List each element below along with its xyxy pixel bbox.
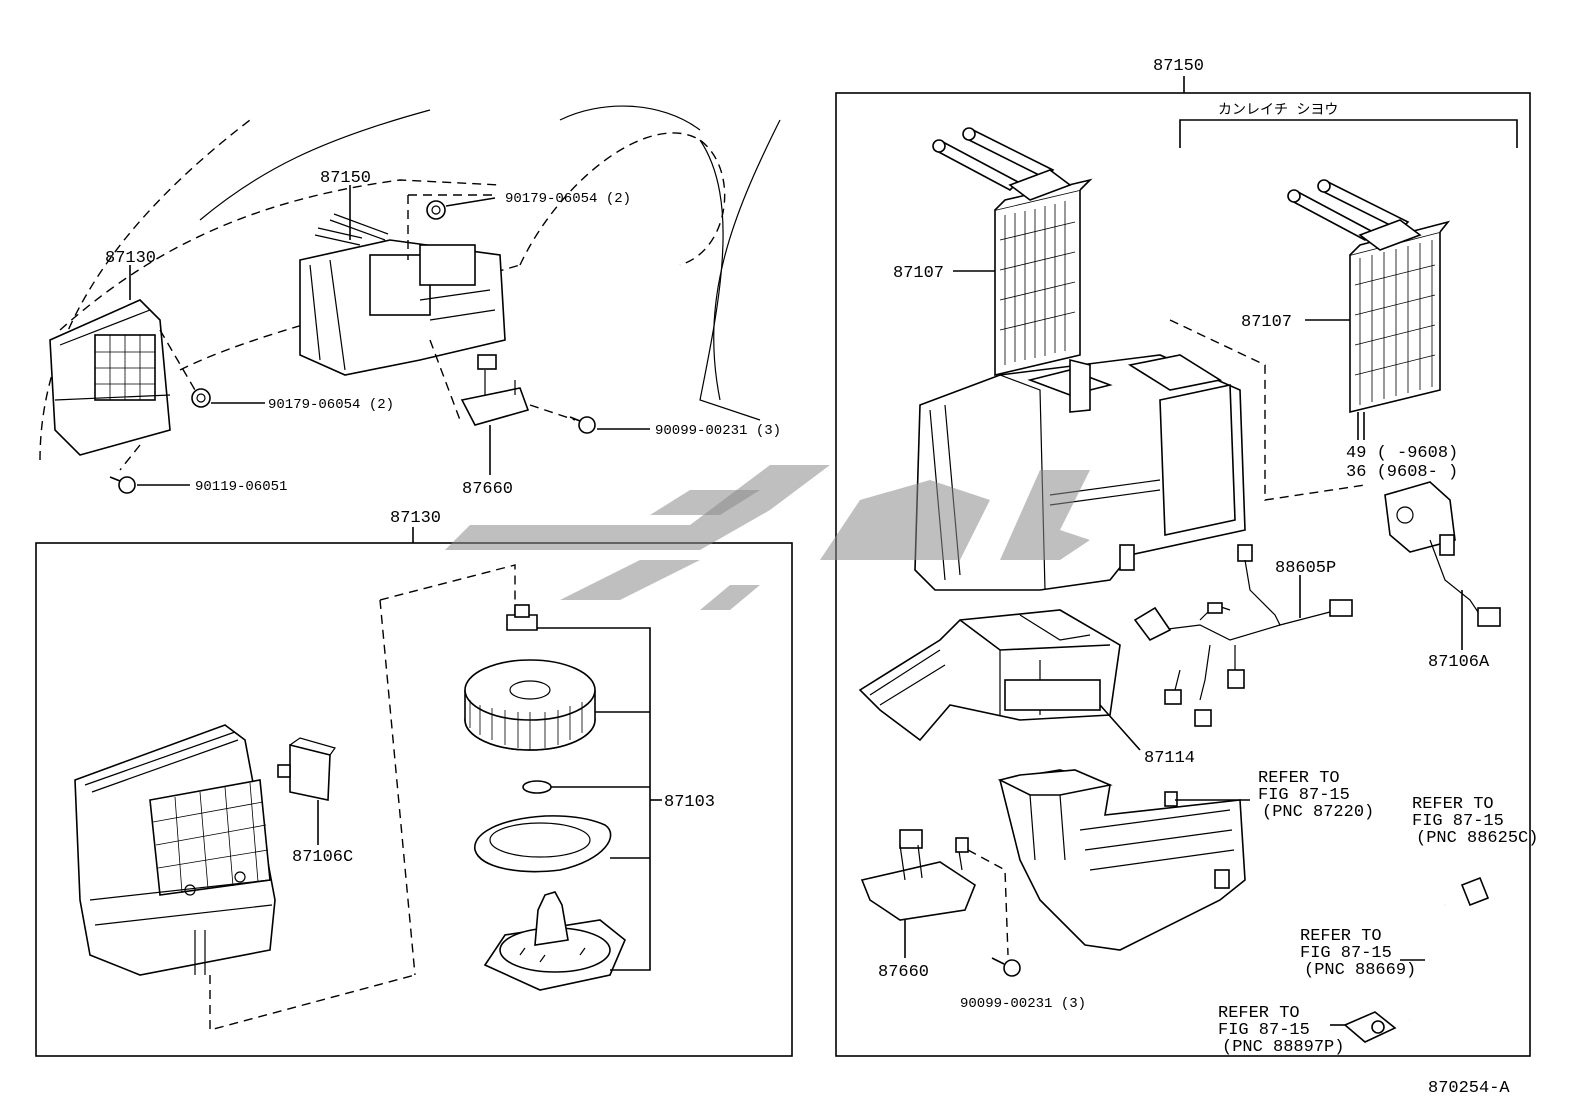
watermark-logo <box>445 465 1090 610</box>
label-87150-top: 87150 <box>320 169 371 188</box>
label-ref4-l2: FIG 87-15 <box>1218 1021 1310 1040</box>
label-range-b: 36 (9608- ) <box>1346 463 1458 482</box>
label-ref4-l1: REFER TO <box>1218 1004 1300 1023</box>
screw-icon <box>109 476 136 494</box>
blower-housing <box>74 724 276 976</box>
screw-icon <box>991 957 1021 977</box>
label-87660-right: 87660 <box>878 963 929 982</box>
small-heater-unit <box>299 213 506 376</box>
small-blower-housing <box>49 299 171 456</box>
dash-outline-3 <box>519 132 726 266</box>
dash-outline <box>59 179 501 331</box>
label-87103: 87103 <box>664 793 715 812</box>
heater-core-left <box>932 127 1093 377</box>
label-87106c: 87106C <box>292 848 353 867</box>
label-screw-right-box: 90099-00231 (3) <box>960 996 1086 1012</box>
figure-id: 870254-A <box>1428 1079 1510 1098</box>
blower-box-group: 87130 87106C <box>35 509 793 1057</box>
body-line-4 <box>199 109 431 221</box>
wire-harness <box>1133 544 1353 727</box>
heater-box-frame <box>835 92 1531 1057</box>
label-ref2-l2: FIG 87-15 <box>1412 812 1504 831</box>
label-ref4-l3: (PNC 88897P) <box>1222 1038 1344 1057</box>
body-line-2 <box>713 119 781 401</box>
label-nut-lower: 90179-06054 (2) <box>268 397 394 413</box>
nut-icon <box>191 388 211 408</box>
label-ref2-l3: (PNC 88625C) <box>1416 829 1538 848</box>
label-ref1-l3: (PNC 87220) <box>1262 803 1374 822</box>
blower-box-frame <box>35 542 793 1057</box>
label-88605p: 88605P <box>1275 559 1336 578</box>
label-ref2-l1: REFER TO <box>1412 795 1494 814</box>
label-ref3-l3: (PNC 88669) <box>1304 961 1416 980</box>
label-range-a: 49 ( -9608) <box>1346 444 1458 463</box>
small-resistor <box>460 354 530 426</box>
label-nut-upper: 90179-06054 (2) <box>505 191 631 207</box>
servo-motor-87106a <box>1384 481 1501 627</box>
label-ref1-l2: FIG 87-15 <box>1258 786 1350 805</box>
label-87106a: 87106A <box>1428 653 1490 672</box>
overview-group: 87150 87130 90179-06054 (2) 90179-06054 … <box>39 105 781 499</box>
washer-icon <box>522 780 552 794</box>
vehicle-outline <box>39 119 251 461</box>
heater-core-right <box>1287 179 1451 414</box>
label-87107-left: 87107 <box>893 264 944 283</box>
screw-icon <box>569 416 596 434</box>
label-ref3-l1: REFER TO <box>1300 927 1382 946</box>
switch-87106c <box>277 737 336 801</box>
label-ref3-l2: FIG 87-15 <box>1300 944 1392 963</box>
label-87130-top: 87130 <box>105 249 156 268</box>
connector-icon <box>1460 876 1490 907</box>
resistor-87660 <box>860 829 976 921</box>
body-line <box>699 139 761 421</box>
motor-icon <box>483 891 626 991</box>
aspirator-icon <box>1343 1011 1397 1043</box>
lower-heater-case <box>997 769 1246 951</box>
label-87114: 87114 <box>1144 749 1195 768</box>
body-line-3 <box>559 105 701 131</box>
label-screw-left: 90119-06051 <box>195 479 287 495</box>
label-87660-top: 87660 <box>462 480 513 499</box>
duct-hose <box>1409 902 1452 1023</box>
air-case-87114 <box>858 609 1121 742</box>
fan-wheel-icon <box>464 659 596 751</box>
label-87150-box: 87150 <box>1153 57 1204 76</box>
label-ref1-l1: REFER TO <box>1258 769 1340 788</box>
nut-icon <box>506 604 538 631</box>
nut-icon <box>426 200 446 220</box>
label-japanese-note: カンレイチ シヨウ <box>1218 102 1338 119</box>
label-87107-right: 87107 <box>1241 313 1292 332</box>
label-87130-box: 87130 <box>390 509 441 528</box>
label-screw-right: 90099-00231 (3) <box>655 423 781 439</box>
gasket-icon <box>474 815 612 873</box>
